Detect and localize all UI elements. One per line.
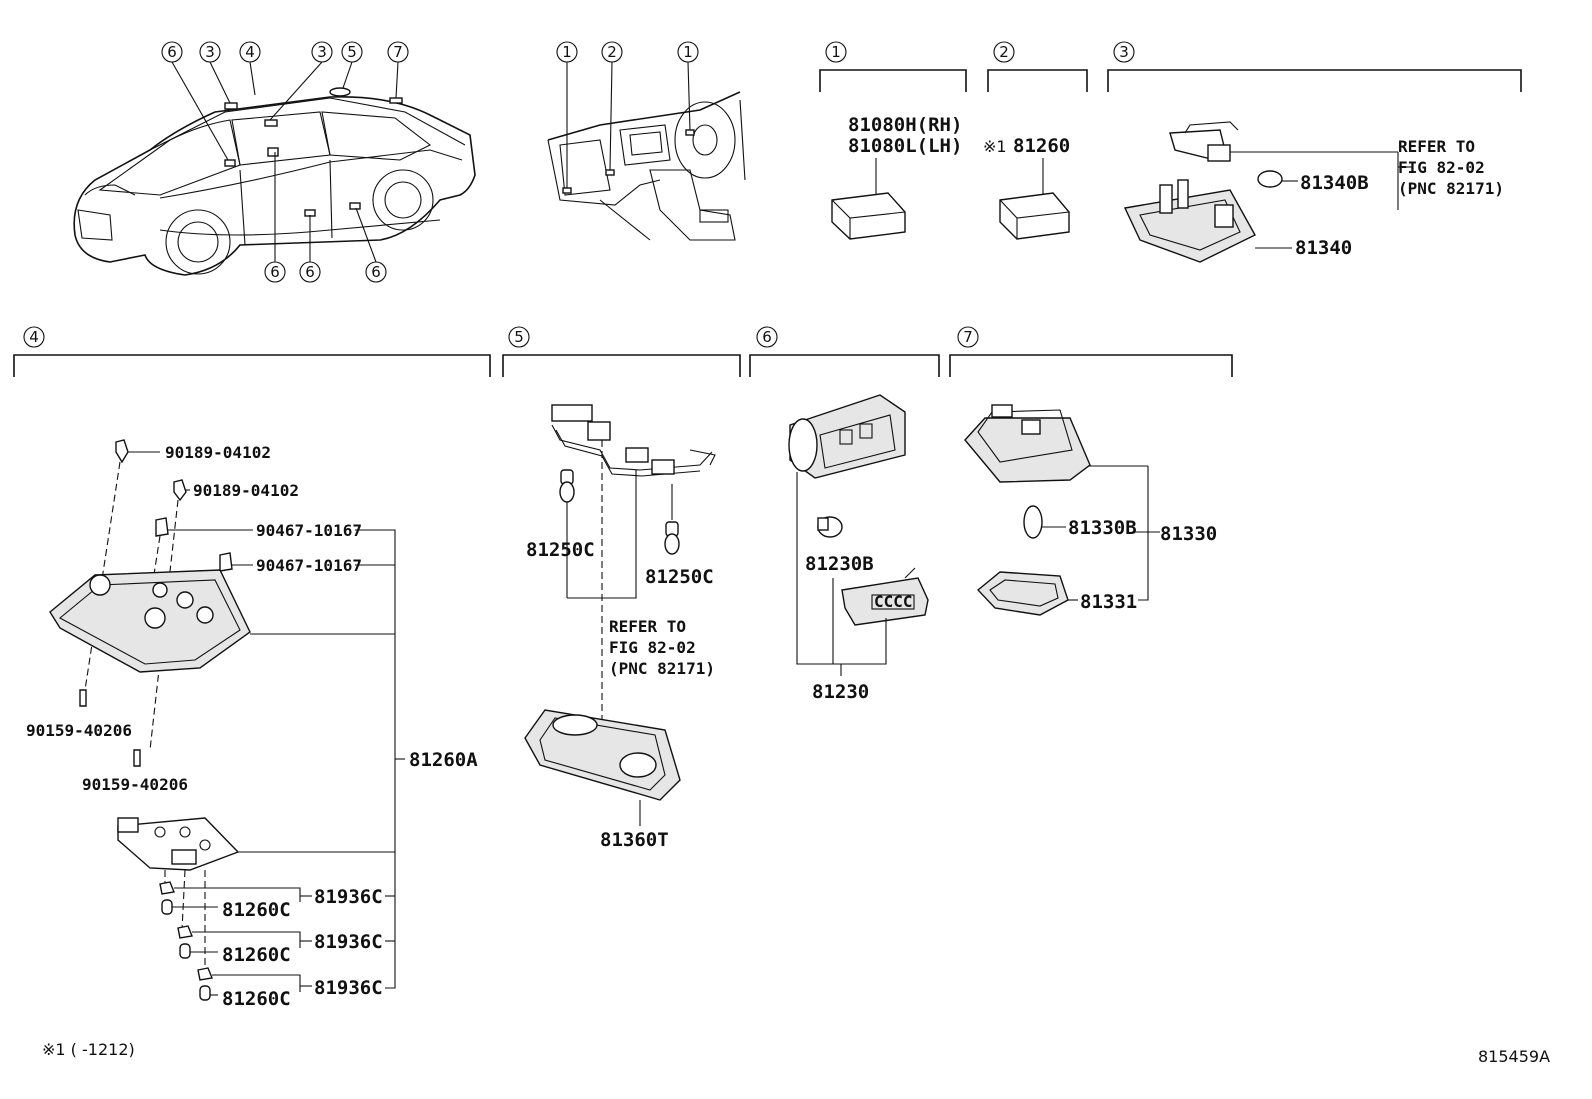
- dash-callout-1b: 1: [677, 41, 699, 63]
- svg-text:5: 5: [347, 43, 357, 61]
- section-3: 3 81340B REFER TO FIG 82-02 (PNC 82171) …: [1107, 41, 1522, 263]
- part-90159-40206-a[interactable]: 90159-40206: [26, 721, 132, 740]
- svg-text:4: 4: [29, 328, 39, 346]
- svg-text:FIG 82-02: FIG 82-02: [609, 638, 696, 657]
- svg-text:6: 6: [762, 328, 772, 346]
- svg-text:5: 5: [514, 328, 524, 346]
- part-81250C-a[interactable]: 81250C: [526, 539, 595, 561]
- svg-text:1: 1: [683, 43, 693, 61]
- svg-text:6: 6: [167, 43, 177, 61]
- part-90467-10167-a[interactable]: 90467-10167: [256, 521, 362, 540]
- car-callout-6a: 6: [161, 41, 183, 63]
- svg-text:4: 4: [245, 43, 255, 61]
- part-81250C-b[interactable]: 81250C: [645, 566, 714, 588]
- svg-text:7: 7: [393, 43, 403, 61]
- svg-text:7: 7: [963, 328, 973, 346]
- svg-text:REFER TO: REFER TO: [1398, 137, 1475, 156]
- part-90159-40206-b[interactable]: 90159-40206: [82, 775, 188, 794]
- part-90467-10167-b[interactable]: 90467-10167: [256, 556, 362, 575]
- section-4: 4 90189-04102 90189-04102 90467-10167 90…: [13, 326, 491, 1010]
- part-81260C-b[interactable]: 81260C: [222, 944, 291, 966]
- svg-text:3: 3: [1119, 43, 1129, 61]
- section-1: 1 81080H(RH) 81080L(LH): [819, 41, 967, 240]
- part-81340[interactable]: 81340: [1295, 237, 1352, 259]
- part-81260C-c[interactable]: 81260C: [222, 988, 291, 1010]
- car-callout-5: 5: [341, 41, 363, 63]
- figure-id: 815459A: [1478, 1047, 1550, 1066]
- svg-text:FIG 82-02: FIG 82-02: [1398, 158, 1485, 177]
- part-81080H[interactable]: 81080H(RH): [848, 114, 962, 136]
- part-81230B[interactable]: 81230B: [805, 553, 874, 575]
- part-81331[interactable]: 81331: [1080, 591, 1137, 613]
- part-81260C-a[interactable]: 81260C: [222, 899, 291, 921]
- section-6: 6 81230B CCCC 81230: [749, 326, 940, 703]
- svg-text:6: 6: [270, 263, 280, 281]
- car-callout-3b: 3: [311, 41, 333, 63]
- car-callout-6d: 6: [365, 261, 387, 283]
- dashboard-illustration: [547, 61, 746, 241]
- car-callout-6c: 6: [299, 261, 321, 283]
- car-overview-illustration: [73, 61, 476, 276]
- part-81330B[interactable]: 81330B: [1068, 517, 1137, 539]
- part-81936C-a[interactable]: 81936C: [314, 886, 383, 908]
- svg-text:(PNC 82171): (PNC 82171): [1398, 179, 1504, 198]
- part-81340B[interactable]: 81340B: [1300, 172, 1369, 194]
- part-81360T[interactable]: 81360T: [600, 829, 669, 851]
- section-7: 7 81330B 81330 81331: [949, 326, 1233, 616]
- section-2: 2 ※1 81260: [983, 41, 1088, 240]
- svg-text:3: 3: [317, 43, 327, 61]
- svg-text:REFER TO: REFER TO: [609, 617, 686, 636]
- svg-text:3: 3: [205, 43, 215, 61]
- svg-text:1: 1: [831, 43, 841, 61]
- part-81080L[interactable]: 81080L(LH): [848, 135, 962, 157]
- svg-text:※1: ※1: [983, 137, 1007, 156]
- part-90189-04102-a[interactable]: 90189-04102: [165, 443, 271, 462]
- car-callout-7: 7: [387, 41, 409, 63]
- car-callout-3a: 3: [199, 41, 221, 63]
- svg-text:2: 2: [607, 43, 617, 61]
- car-callout-6b: 6: [264, 261, 286, 283]
- part-81330[interactable]: 81330: [1160, 523, 1217, 545]
- part-81230[interactable]: 81230: [812, 681, 869, 703]
- dash-callout-1a: 1: [556, 41, 578, 63]
- svg-text:CCCC: CCCC: [874, 592, 913, 611]
- svg-text:6: 6: [371, 263, 381, 281]
- section-5: 5 81250C 81250C REFER TO FIG 82-02 (PNC …: [502, 326, 741, 851]
- footnote: ※1 ( -1212): [42, 1040, 135, 1059]
- dash-callout-2: 2: [601, 41, 623, 63]
- part-81936C-b[interactable]: 81936C: [314, 931, 383, 953]
- svg-text:6: 6: [305, 263, 315, 281]
- part-81260A[interactable]: 81260A: [409, 749, 478, 771]
- car-callout-4: 4: [239, 41, 261, 63]
- part-90189-04102-b[interactable]: 90189-04102: [193, 481, 299, 500]
- svg-text:2: 2: [999, 43, 1009, 61]
- svg-text:1: 1: [562, 43, 572, 61]
- part-81936C-c[interactable]: 81936C: [314, 977, 383, 999]
- part-81260[interactable]: 81260: [1013, 135, 1070, 157]
- svg-text:(PNC 82171): (PNC 82171): [609, 659, 715, 678]
